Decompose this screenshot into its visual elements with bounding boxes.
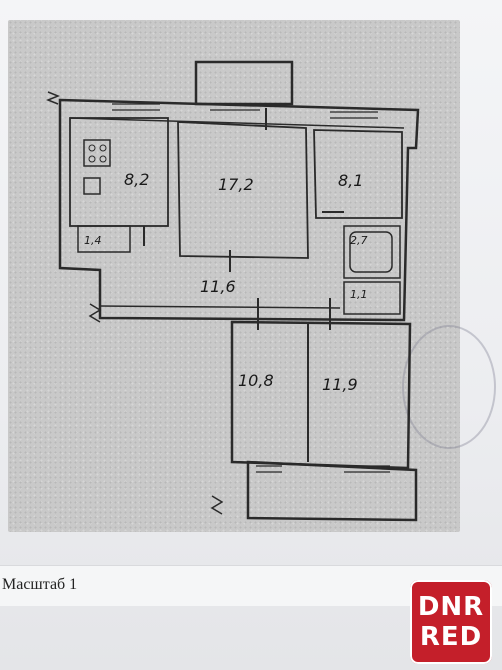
logo-text-line-2: RED: [419, 622, 483, 652]
room-area-bedroom-left: 10,8: [238, 371, 274, 390]
sink: [83, 177, 101, 195]
bath-walls: [343, 225, 401, 279]
balcony: [194, 60, 294, 106]
logo-text-line-1: DNR: [417, 592, 485, 622]
room-area-bedroom-right: 11,9: [322, 375, 358, 394]
floor-plan: 8,2 17,2 8,1 1,4 11,6 2,7 1,1 10,8 11,9: [45, 60, 420, 522]
kitchen-walls: [69, 117, 169, 227]
scale-label: Масштаб 1: [2, 576, 78, 593]
room-area-hall: 11,6: [200, 277, 236, 296]
dnr-red-logo: DNR RED: [410, 580, 492, 664]
room-area-wc: 1,4: [84, 234, 102, 247]
toilet-walls: [343, 281, 401, 315]
bathtub: [349, 231, 393, 273]
room-area-toilet: 1,1: [350, 288, 368, 301]
faded-stamp: [402, 325, 496, 449]
right-room-walls: [313, 129, 403, 219]
room-area-living: 17,2: [218, 175, 254, 194]
lower-outer-wall: [230, 320, 412, 470]
room-area-bath: 2,7: [350, 234, 368, 247]
upper-outer-wall: [58, 98, 420, 322]
room-area-kitchen: 8,2: [124, 170, 149, 189]
living-walls: [177, 121, 309, 259]
lower-balcony: [246, 460, 418, 522]
wc-walls: [77, 225, 131, 253]
stove: [83, 139, 111, 167]
room-area-right-room: 8,1: [338, 171, 363, 190]
